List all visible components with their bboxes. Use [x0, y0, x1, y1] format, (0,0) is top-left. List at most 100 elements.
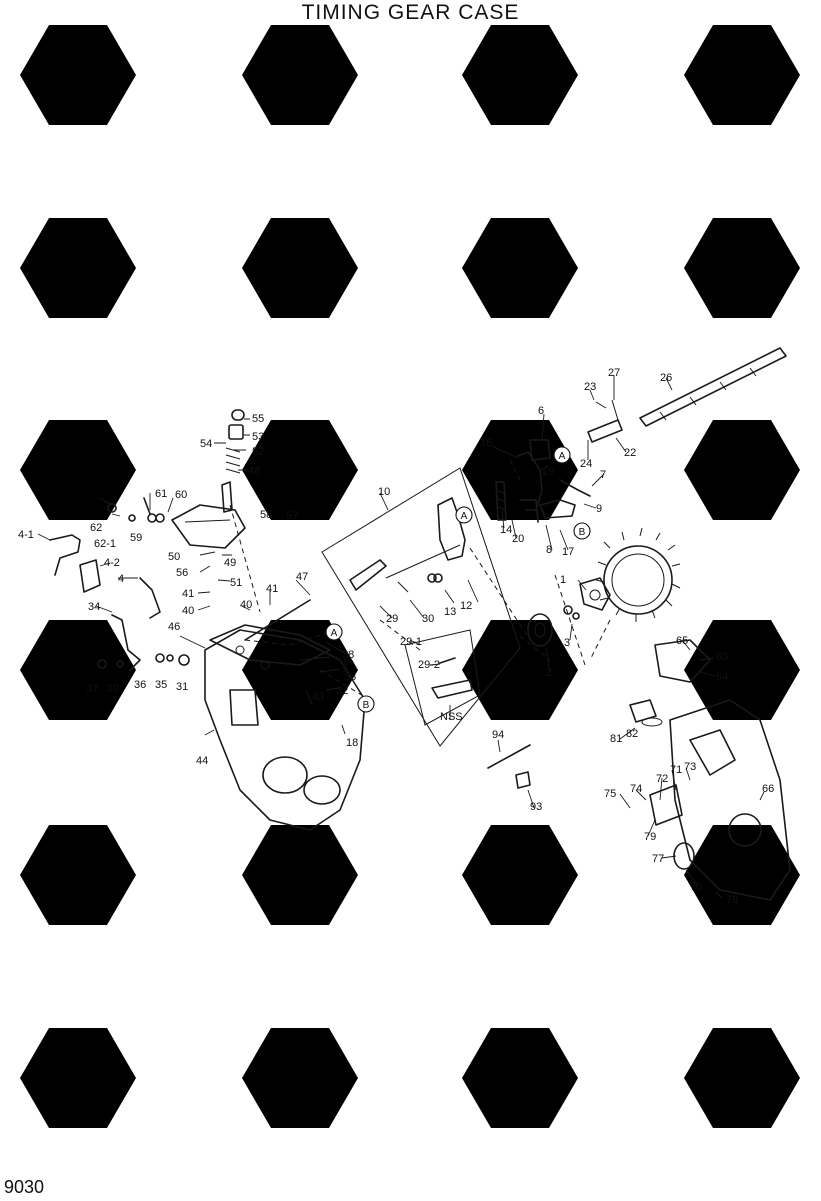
part-label: 18 — [346, 737, 358, 749]
part-label: 46 — [168, 621, 180, 633]
part-label: 26 — [660, 372, 672, 384]
part-label: 14 — [500, 524, 512, 536]
left-brackets — [49, 497, 190, 671]
part-label: 4-2 — [104, 557, 120, 569]
part-label: 30 — [422, 613, 434, 625]
part-label: 50 — [168, 551, 180, 563]
page-title: TIMING GEAR CASE — [301, 1, 520, 24]
part-label: 70 — [690, 881, 702, 893]
part-label: 58 — [260, 509, 272, 521]
part-label: 51 — [230, 577, 242, 589]
assembly-guides — [229, 459, 611, 701]
part-label: 29 — [386, 613, 398, 625]
part-label: 4 — [118, 573, 124, 585]
part-label: 63 — [716, 651, 728, 663]
part-label: 74 — [630, 783, 642, 795]
part-label: 93 — [530, 801, 542, 813]
part-label: 64 — [716, 671, 728, 683]
timing-gear — [595, 527, 681, 622]
part-label: 53 — [252, 431, 264, 443]
part-label: 33 — [344, 671, 356, 683]
callout-a-2: A — [455, 506, 473, 524]
part-label: 22 — [624, 447, 636, 459]
part-label: 5 — [342, 663, 348, 675]
part-label: 27 — [608, 367, 620, 379]
part-label: 43 — [312, 691, 324, 703]
part-label: 47 — [296, 571, 308, 583]
part-label: 20 — [512, 533, 524, 545]
part-label: 56 — [176, 567, 188, 579]
part-label: 41 — [266, 583, 278, 595]
svg-text:B: B — [363, 700, 370, 711]
part-label: 29-2 — [418, 659, 440, 671]
part-label: 49 — [224, 557, 236, 569]
part-label: 54 — [200, 438, 212, 450]
part-label: 39 — [107, 683, 119, 695]
callout-b-1: B — [573, 522, 591, 540]
part-labels: 55 53 54 52 48 61 60 62 59 62-1 58 57 50… — [18, 367, 774, 906]
governor-housing — [204, 599, 366, 831]
part-label: 77 — [652, 853, 664, 865]
part-label: 8 — [546, 544, 552, 556]
watermark-icon — [20, 25, 800, 1128]
part-label: 29-1 — [400, 636, 422, 648]
part-label: 44 — [196, 755, 208, 767]
part-label: 10 — [378, 486, 390, 498]
part-label: 34 — [88, 601, 100, 613]
part-label: 9 — [596, 503, 602, 515]
linkage-assembly-box — [321, 467, 521, 747]
part-label: 48 — [248, 465, 260, 477]
part-label: 4-1 — [18, 529, 34, 541]
part-label: 36 — [134, 679, 146, 691]
part-label: 32 — [336, 685, 348, 697]
part-label: 81 — [610, 733, 622, 745]
svg-text:A: A — [331, 628, 338, 639]
part-label: 16 — [480, 437, 492, 449]
svg-text:A: A — [559, 451, 566, 462]
part-label: 66 — [762, 783, 774, 795]
part-label: 61 — [155, 488, 167, 500]
part-label: 1 — [560, 574, 566, 586]
part-label: 13 — [444, 606, 456, 618]
part-label: 23 — [584, 381, 596, 393]
part-label: 78 — [726, 894, 738, 906]
part-label: 17 — [562, 546, 574, 558]
part-label: 94 — [492, 729, 504, 741]
leader-lines — [37, 375, 765, 899]
part-label: 37 — [86, 683, 98, 695]
control-lever — [437, 439, 591, 561]
part-label: 65 — [676, 635, 688, 647]
part-label: 59 — [130, 532, 142, 544]
part-label: 40 — [182, 605, 194, 617]
part-label: 12 — [460, 600, 472, 612]
part-label: 52 — [252, 446, 264, 458]
part-label: NSS — [440, 711, 463, 723]
control-rod — [587, 347, 787, 443]
page-number: 9030 — [4, 1177, 45, 1197]
part-label: 24 — [580, 458, 592, 470]
svg-text:B: B — [579, 527, 586, 538]
part-label: 82 — [626, 728, 638, 740]
part-label: 60 — [175, 489, 187, 501]
part-label: 38 — [342, 649, 354, 661]
callout-a-3: A — [325, 623, 343, 641]
part-label: 62 — [90, 522, 102, 534]
part-label: 7 — [600, 469, 606, 481]
drive-flange — [527, 577, 611, 647]
part-label: 57 — [286, 510, 298, 522]
callout-b-2: B — [357, 695, 375, 713]
part-label: 73 — [684, 761, 696, 773]
pin-and-cap — [487, 744, 531, 789]
svg-text:A: A — [461, 511, 468, 522]
part-label: 40 — [240, 599, 252, 611]
part-label: 3 — [564, 637, 570, 649]
part-label: 19 — [542, 466, 554, 478]
part-label: 71 — [670, 764, 682, 776]
part-label: 41 — [182, 588, 194, 600]
part-label: 31 — [176, 681, 188, 693]
callout-a-1: A — [553, 446, 571, 464]
part-label: 62-1 — [94, 538, 116, 550]
governor-cover — [171, 409, 246, 549]
part-label: 35 — [155, 679, 167, 691]
